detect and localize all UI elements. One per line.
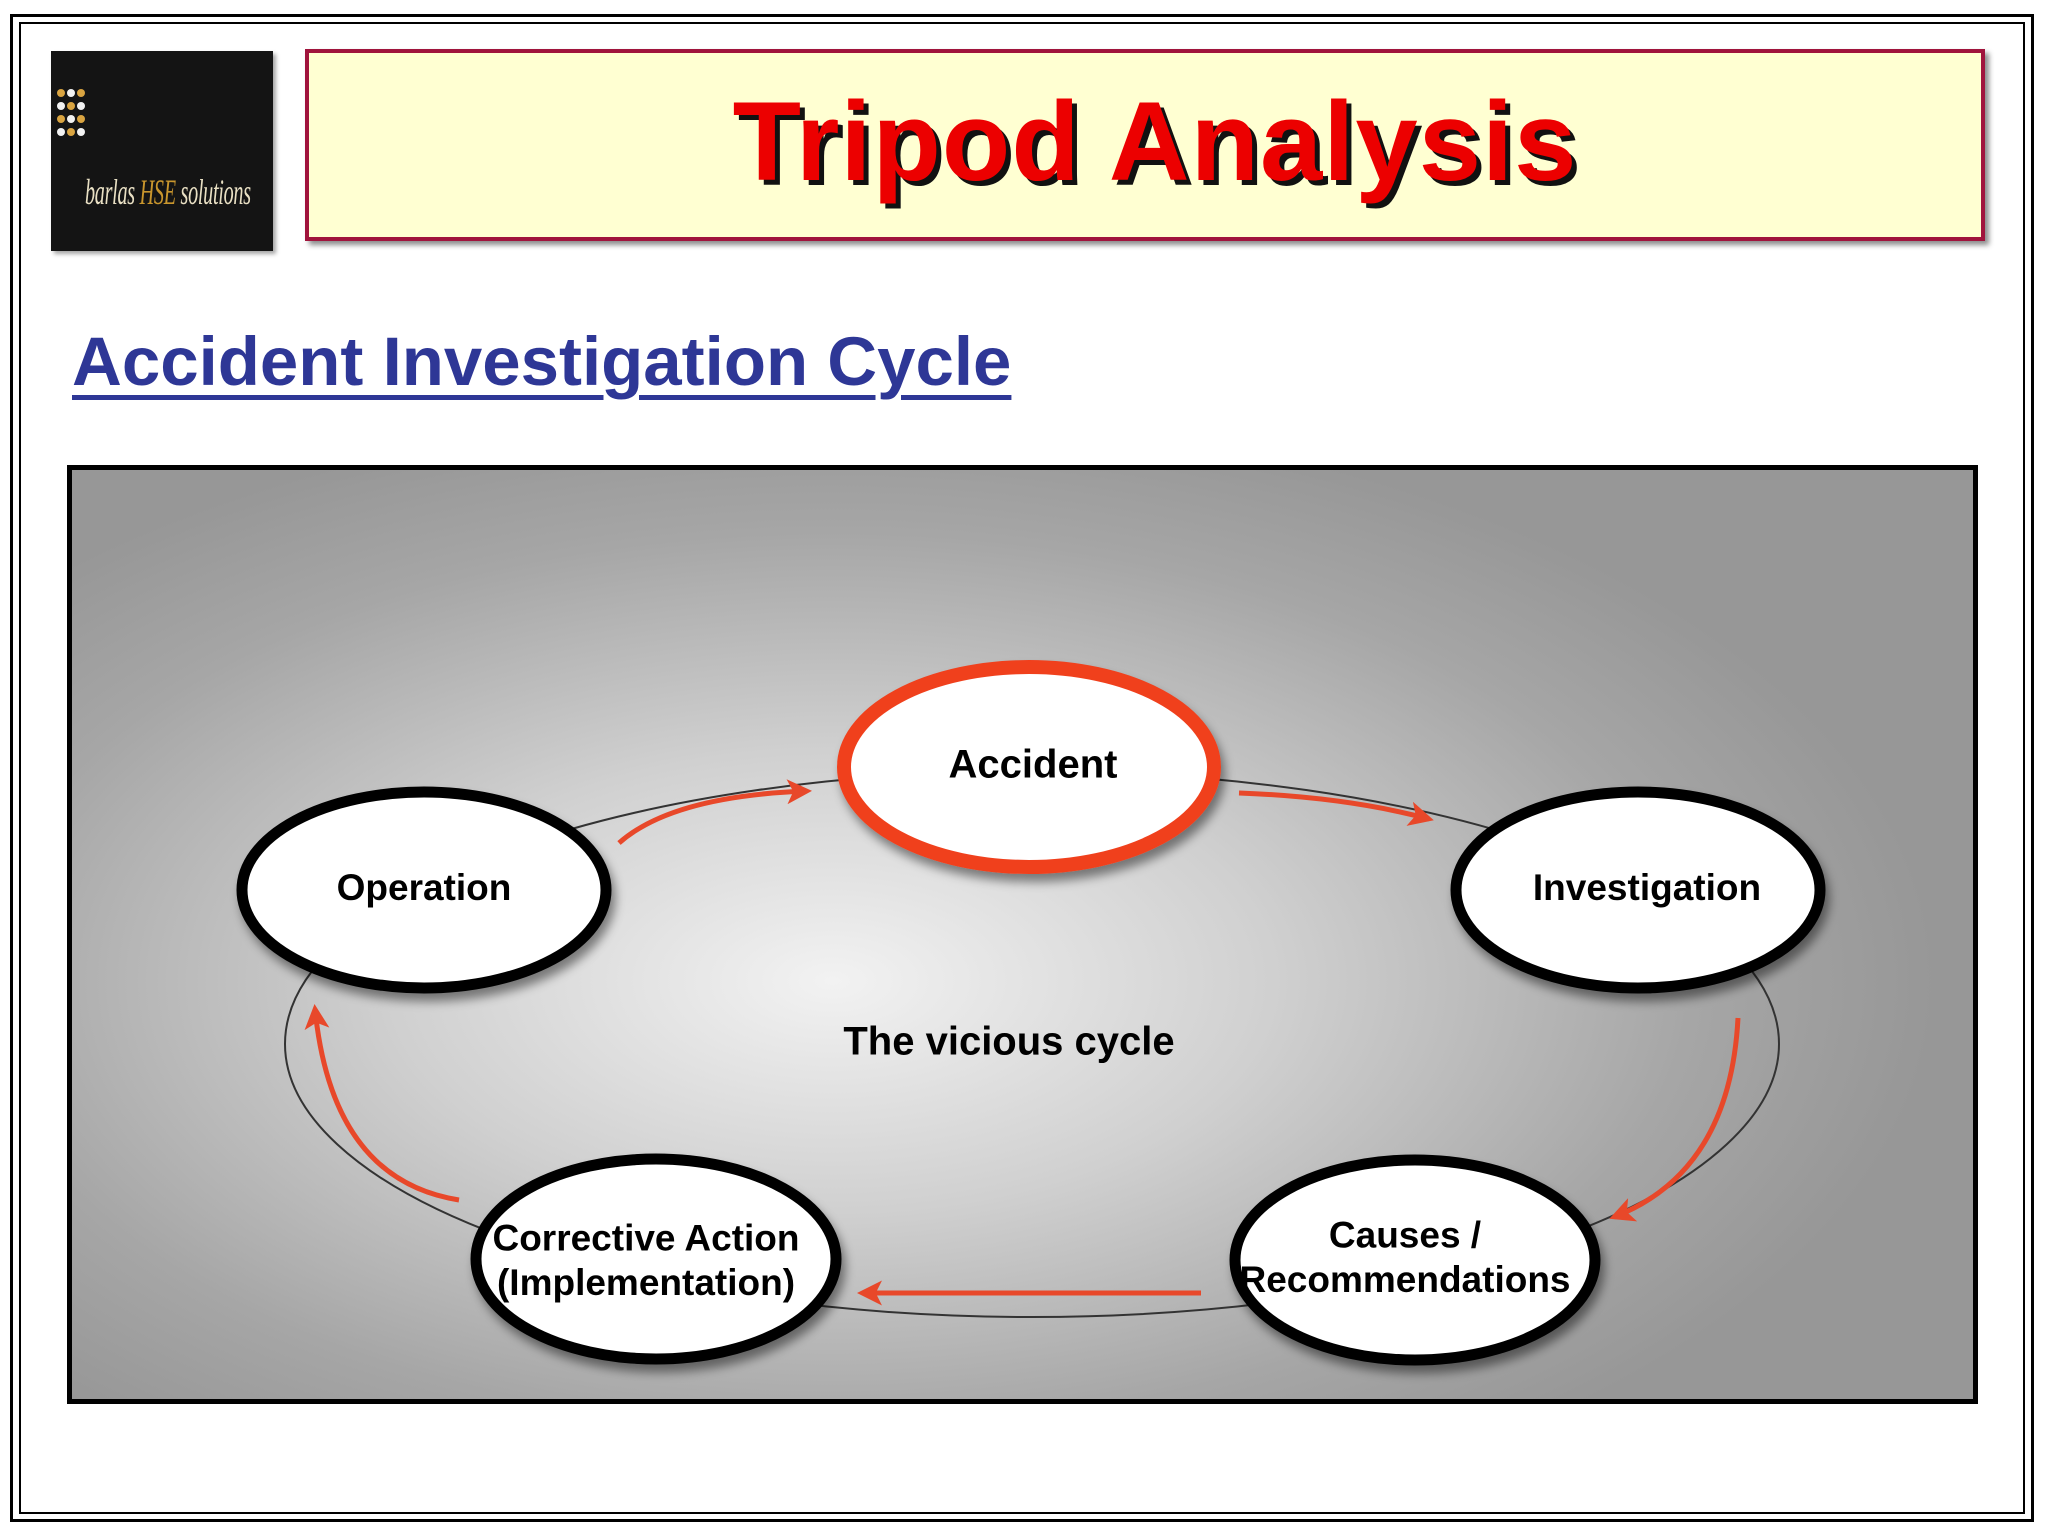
node-ellipse — [1229, 1154, 1601, 1366]
cycle-diagram: The vicious cycle AccidentInvestigationCa… — [236, 660, 1826, 1366]
node-label: Recommendations — [1239, 1259, 1570, 1300]
slide-subtitle: Accident Investigation Cycle — [72, 323, 1012, 400]
node-ellipse — [1450, 786, 1826, 994]
slide-title: Tripod Analysis — [732, 78, 1578, 204]
logo-dot — [67, 115, 75, 123]
logo-dot — [77, 89, 85, 97]
logo-text: barlas HSE solutions — [85, 171, 259, 213]
cycle-node-causes: Causes /Recommendations — [1229, 1154, 1601, 1366]
cycle-node-operation: Operation — [236, 786, 612, 994]
node-ellipse — [470, 1153, 842, 1365]
node-ellipse — [236, 786, 612, 994]
node-label: (Implementation) — [497, 1262, 795, 1303]
logo-dot — [67, 128, 75, 136]
logo-dot — [57, 89, 65, 97]
title-banner: Tripod Analysis — [305, 49, 1985, 241]
cycle-arrow — [304, 1004, 460, 1203]
logo-text-highlight: HSE — [139, 172, 176, 212]
cycle-arrow — [1238, 790, 1434, 826]
logo-text-prefix: barlas — [85, 172, 140, 212]
cycle-node-corrective: Corrective Action(Implementation) — [470, 1153, 842, 1365]
cycle-arrow — [1609, 1017, 1741, 1222]
logo-dot — [77, 128, 85, 136]
logo-dot — [57, 128, 65, 136]
cycle-arrow — [617, 779, 812, 845]
slide-inner-frame — [19, 22, 2025, 1514]
cycle-node-investigation: Investigation — [1450, 786, 1826, 994]
logo-dot — [57, 115, 65, 123]
node-label: Investigation — [1533, 867, 1761, 908]
logo-dots-icon — [57, 89, 85, 136]
logo-dot — [57, 102, 65, 110]
node-label: Corrective Action — [492, 1218, 799, 1259]
slide-outer-frame — [10, 14, 2034, 1522]
barlas-logo: barlas HSE solutions — [51, 51, 273, 251]
logo-text-suffix: solutions — [175, 172, 251, 212]
node-label: Accident — [949, 743, 1118, 787]
logo-dot — [67, 102, 75, 110]
node-ellipse — [837, 660, 1221, 874]
node-label: Operation — [337, 867, 512, 908]
logo-dot — [67, 89, 75, 97]
cycle-node-accident: Accident — [837, 660, 1221, 874]
node-label: Causes / — [1329, 1215, 1481, 1256]
logo-dot — [77, 102, 85, 110]
logo-dot — [77, 115, 85, 123]
center-label: The vicious cycle — [843, 1020, 1174, 1064]
